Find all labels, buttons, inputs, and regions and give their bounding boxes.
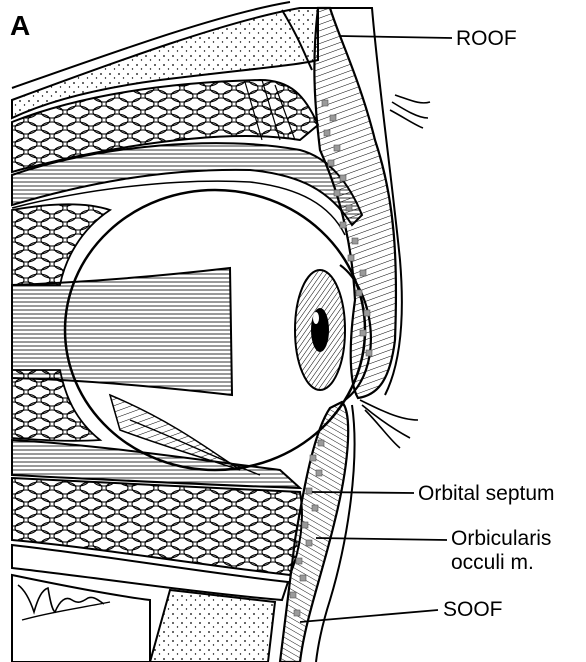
roof-label: ROOF: [456, 27, 517, 51]
lower-orbital-fat: [12, 478, 302, 575]
artist-signature: [18, 585, 110, 620]
lower-eyelashes: [360, 400, 418, 448]
soof-label: SOOF: [443, 598, 503, 622]
roof-leader: [340, 36, 452, 38]
orbicularis-label-line1: Orbicularis: [451, 527, 551, 551]
soof-leader: [300, 610, 438, 622]
panel-letter: A: [10, 10, 30, 42]
orbital-septum-label: Orbital septum: [418, 482, 555, 506]
orbicularis-leader: [316, 538, 447, 540]
orbicularis-label-line2: occuli m.: [451, 551, 534, 575]
septum-leader: [312, 492, 414, 493]
upper-eyelashes: [390, 95, 430, 128]
